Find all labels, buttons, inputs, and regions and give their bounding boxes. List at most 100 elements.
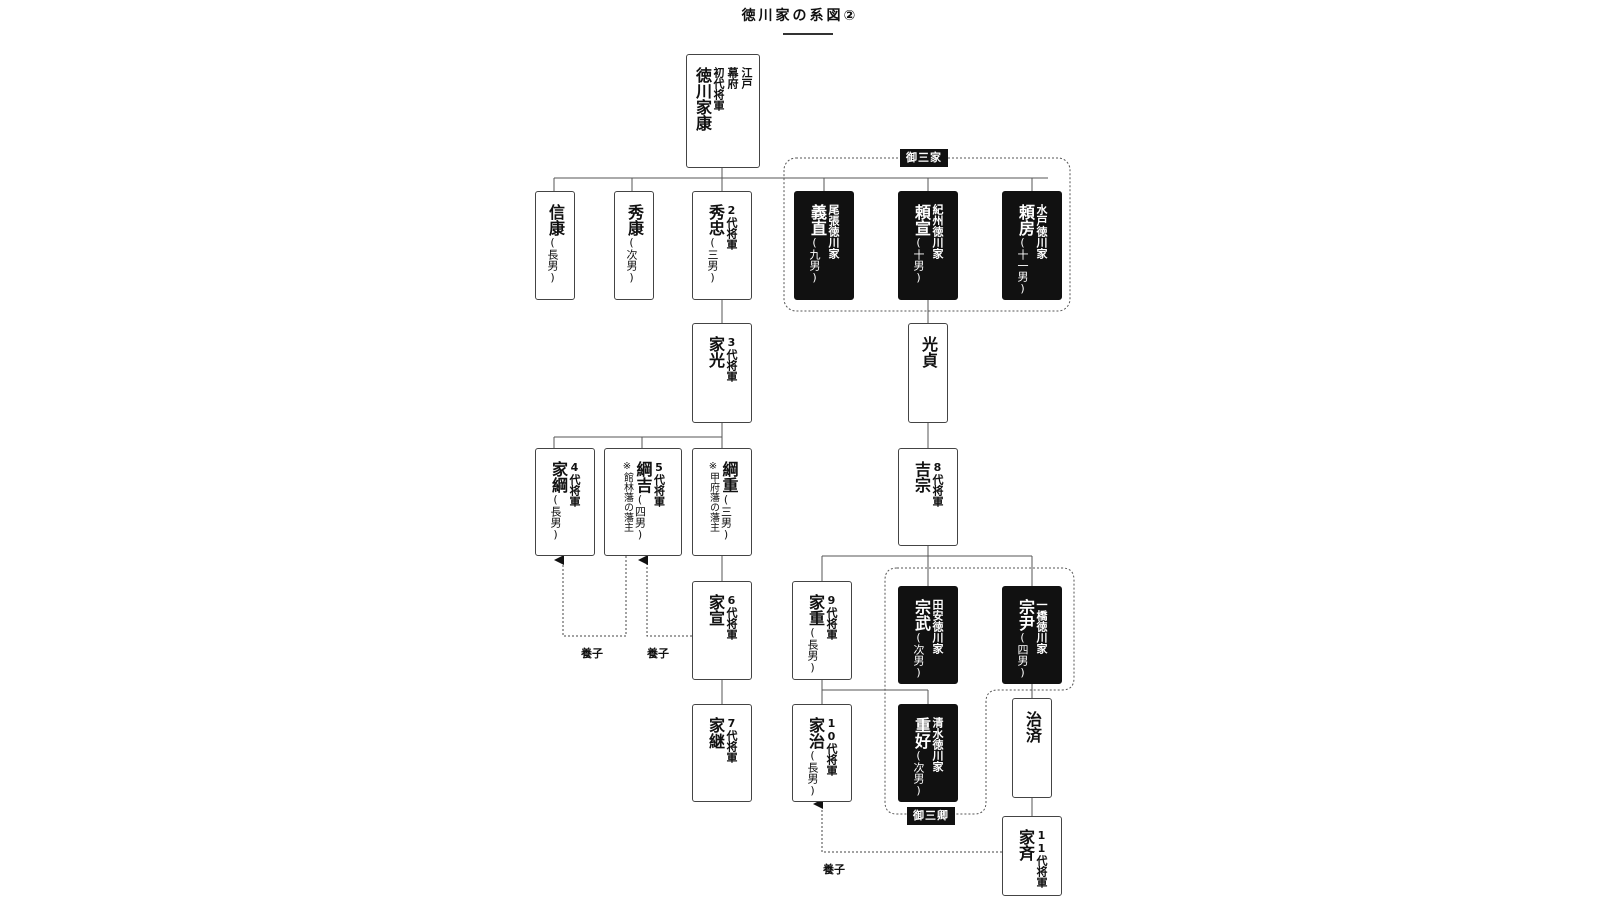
gosanke-frame [783, 157, 1071, 312]
person-title: 幕府 [726, 67, 739, 89]
person-box-tsunashige: 綱重 (三男) ※甲府藩の藩主 [692, 448, 752, 556]
person-rank: (長男) [806, 626, 819, 674]
name-stack: 頼房 (十一男) [1016, 204, 1035, 295]
person-title: 江戸 [740, 67, 753, 89]
person-box-yoshimune: 8代将軍 吉宗 [898, 448, 958, 546]
name-stack: 家治 (長男) [806, 717, 825, 797]
person-box-munetake: 田安徳川家 宗武 (次男) [898, 586, 958, 684]
person-title: 尾張徳川家 [827, 204, 840, 259]
person-box-tsunayoshi: 5代将軍 綱吉 (四男) ※館林藩の藩主 [604, 448, 682, 556]
person-rank: (十男) [912, 236, 925, 284]
person-name: 宗武 [912, 599, 931, 631]
person-name: 頼房 [1016, 204, 1035, 236]
person-rank: (四男) [1016, 631, 1029, 679]
adoption-arrow-tsunayoshi [638, 555, 692, 637]
person-rank: (次男) [912, 749, 925, 797]
person-box-ienari: 11代将軍 家斉 [1002, 816, 1062, 896]
person-rank: (三男) [719, 493, 733, 541]
domain-note: ※甲府藩の藩主 [707, 461, 719, 532]
person-name: 家綱 [549, 461, 568, 493]
person-rank: (九男) [808, 236, 821, 284]
adoption-label: 養子 [647, 647, 669, 660]
person-name: 家重 [806, 594, 825, 626]
person-rank: (四男) [633, 493, 647, 541]
person-box-shigeyoshi: 清水徳川家 重好 (次男) [898, 704, 958, 802]
person-title: 4代将軍 [568, 461, 581, 507]
person-name: 秀忠 [706, 204, 725, 236]
name-stack: 家綱 (長男) [549, 461, 568, 541]
name-stack: 綱吉 (四男) [633, 461, 653, 541]
person-title: 一橋徳川家 [1035, 599, 1048, 654]
adoption-arrow-ietsuna [554, 555, 627, 637]
person-rank: (次男) [625, 236, 638, 284]
person-title: 8代将軍 [931, 461, 944, 507]
person-name: 秀康 [625, 204, 644, 236]
person-name: 綱吉 [633, 461, 653, 493]
person-box-yorinobu: 紀州徳川家 頼宣 (十男) [898, 191, 958, 300]
person-box-ienobu: 6代将軍 家宣 [692, 581, 752, 680]
person-box-yorifusa: 水戸徳川家 頼房 (十一男) [1002, 191, 1062, 300]
person-name: 家継 [706, 717, 725, 749]
person-rank: (長男) [546, 236, 559, 284]
person-name: 信康 [546, 204, 565, 236]
adoption-label: 養子 [823, 863, 845, 876]
name-stack: 頼宣 (十男) [912, 204, 931, 284]
adoption-label: 養子 [581, 647, 603, 660]
name-stack: 信康 (長男) [546, 204, 565, 284]
person-title: 水戸徳川家 [1035, 204, 1048, 259]
person-rank: (長男) [806, 749, 819, 797]
person-title: 9代将軍 [825, 594, 838, 640]
gosankyo-frame [884, 567, 1075, 815]
name-stack: 秀康 (次男) [625, 204, 644, 284]
person-name: 治済 [1023, 711, 1042, 743]
person-name: 吉宗 [912, 461, 931, 493]
name-stack: 義直 (九男) [808, 204, 827, 284]
adoption-arrow-ieharu [813, 799, 1002, 853]
person-box-hidetada: 2代将軍 秀忠 (三男) [692, 191, 752, 300]
person-title: 初代将軍 [712, 67, 725, 111]
person-name: 綱重 [719, 461, 739, 493]
person-box-nobuyasu: 信康 (長男) [535, 191, 575, 300]
person-box-ieharu: 10代将軍 家治 (長男) [792, 704, 852, 802]
name-stack: 重好 (次男) [912, 717, 931, 797]
person-rank: (長男) [549, 493, 562, 541]
person-name: 光貞 [919, 336, 938, 368]
person-title: 5代将軍 [652, 461, 666, 507]
person-title: 紀州徳川家 [931, 204, 944, 259]
person-box-mitsusada: 光貞 [908, 323, 948, 423]
domain-note: ※館林藩の藩主 [621, 461, 633, 532]
gosankyo-label: 御三卿 [907, 807, 955, 825]
gosanke-label: 御三家 [900, 149, 948, 167]
person-name: 家斉 [1016, 829, 1035, 861]
person-title: 清水徳川家 [931, 717, 944, 772]
person-box-hideyasu: 秀康 (次男) [614, 191, 654, 300]
person-title: 3代将軍 [725, 336, 738, 382]
person-name: 家治 [806, 717, 825, 749]
title-underline [783, 33, 833, 35]
person-box-ieyasu: 江戸 幕府 初代将軍 徳川家康 [686, 54, 760, 168]
person-title: 田安徳川家 [931, 599, 944, 654]
name-stack: 綱重 (三男) [719, 461, 739, 541]
person-name: 家光 [706, 336, 725, 368]
person-name: 家宣 [706, 594, 725, 626]
name-stack: 秀忠 (三男) [706, 204, 725, 284]
person-title: 10代将軍 [825, 717, 838, 776]
person-box-ietsuna: 4代将軍 家綱 (長男) [535, 448, 595, 556]
person-rank: (次男) [912, 631, 925, 679]
person-name: 徳川家康 [693, 67, 712, 131]
diagram-title: 徳川家の系図② [741, 8, 859, 24]
name-stack: 宗尹 (四男) [1016, 599, 1035, 679]
person-box-harusada: 治済 [1012, 698, 1052, 798]
person-title: 2代将軍 [725, 204, 738, 250]
person-title: 6代将軍 [725, 594, 738, 640]
person-box-ietsugu: 7代将軍 家継 [692, 704, 752, 802]
name-stack: 家重 (長男) [806, 594, 825, 674]
person-box-ieshige: 9代将軍 家重 (長男) [792, 581, 852, 680]
person-name: 宗尹 [1016, 599, 1035, 631]
person-box-iemitsu: 3代将軍 家光 [692, 323, 752, 423]
person-box-munetada: 一橋徳川家 宗尹 (四男) [1002, 586, 1062, 684]
person-name: 義直 [808, 204, 827, 236]
person-box-yoshinao: 尾張徳川家 義直 (九男) [794, 191, 854, 300]
person-title: 11代将軍 [1035, 829, 1048, 888]
